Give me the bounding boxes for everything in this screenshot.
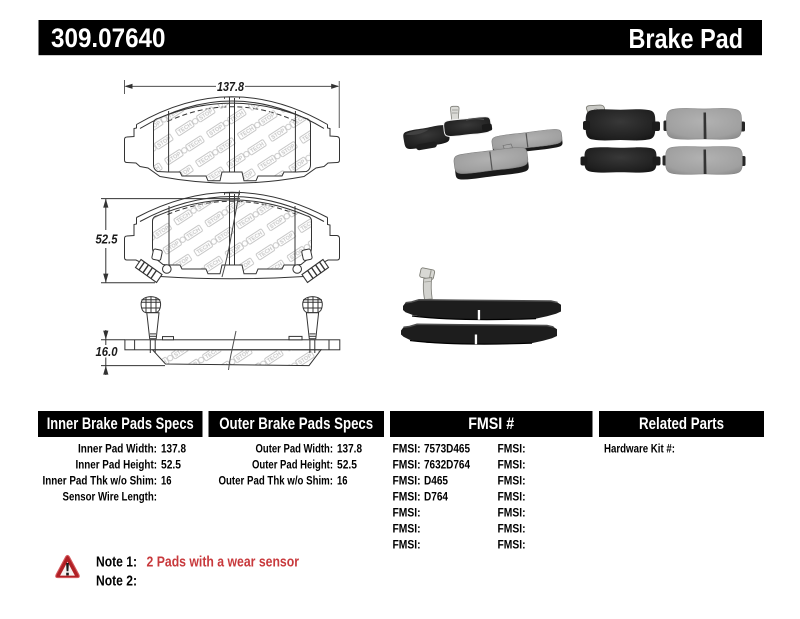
svg-text:Outer Brake Pads Specs: Outer Brake Pads Specs	[219, 415, 373, 433]
svg-text:Related Parts: Related Parts	[639, 415, 724, 433]
svg-text:16: 16	[337, 474, 348, 488]
svg-text:Inner Brake Pads Specs: Inner Brake Pads Specs	[47, 415, 194, 433]
svg-text:FMSI:: FMSI:	[498, 506, 526, 520]
svg-text:309.07640: 309.07640	[51, 23, 166, 53]
svg-text:137.8: 137.8	[161, 442, 186, 456]
svg-text:FMSI:: FMSI:	[393, 458, 421, 472]
svg-text:Inner Pad Height:: Inner Pad Height:	[76, 458, 158, 472]
svg-text:7632D764: 7632D764	[424, 458, 470, 472]
svg-text:FMSI:: FMSI:	[498, 522, 526, 536]
svg-text:Inner Pad Width:: Inner Pad Width:	[78, 442, 157, 456]
svg-text:Brake Pad: Brake Pad	[629, 23, 744, 54]
svg-text:Note 1:: Note 1:	[96, 554, 137, 571]
svg-text:52.5: 52.5	[96, 232, 119, 247]
svg-text:Note 2:: Note 2:	[96, 573, 137, 590]
svg-text:Outer Pad Height:: Outer Pad Height:	[252, 458, 333, 472]
svg-text:16.0: 16.0	[96, 344, 119, 359]
svg-text:FMSI:: FMSI:	[498, 490, 526, 504]
svg-text:FMSI:: FMSI:	[393, 442, 421, 456]
svg-text:7573D465: 7573D465	[424, 442, 470, 456]
svg-text:D764: D764	[424, 490, 448, 504]
svg-text:Outer Pad Width:: Outer Pad Width:	[256, 442, 334, 456]
svg-text:137.8: 137.8	[217, 79, 245, 94]
svg-text:16: 16	[161, 474, 172, 488]
svg-text:FMSI:: FMSI:	[498, 474, 526, 488]
svg-text:Hardware Kit #:: Hardware Kit #:	[604, 442, 675, 456]
svg-text:FMSI:: FMSI:	[498, 458, 526, 472]
svg-text:52.5: 52.5	[161, 458, 181, 472]
svg-text:FMSI:: FMSI:	[393, 490, 421, 504]
svg-text:FMSI:: FMSI:	[393, 538, 421, 552]
svg-text:FMSI:: FMSI:	[498, 538, 526, 552]
svg-text:D465: D465	[424, 474, 448, 488]
svg-text:Outer Pad Thk w/o Shim:: Outer Pad Thk w/o Shim:	[219, 474, 334, 488]
svg-text:FMSI:: FMSI:	[393, 474, 421, 488]
svg-text:2 Pads with a wear sensor: 2 Pads with a wear sensor	[147, 554, 300, 571]
svg-text:FMSI:: FMSI:	[393, 506, 421, 520]
svg-text:Inner Pad Thk w/o Shim:: Inner Pad Thk w/o Shim:	[43, 474, 158, 488]
svg-text:52.5: 52.5	[337, 458, 357, 472]
svg-text:FMSI:: FMSI:	[393, 522, 421, 536]
svg-text:137.8: 137.8	[337, 442, 362, 456]
svg-text:Sensor Wire Length:: Sensor Wire Length:	[63, 490, 158, 504]
svg-text:FMSI:: FMSI:	[498, 442, 526, 456]
svg-text:FMSI #: FMSI #	[468, 415, 514, 433]
